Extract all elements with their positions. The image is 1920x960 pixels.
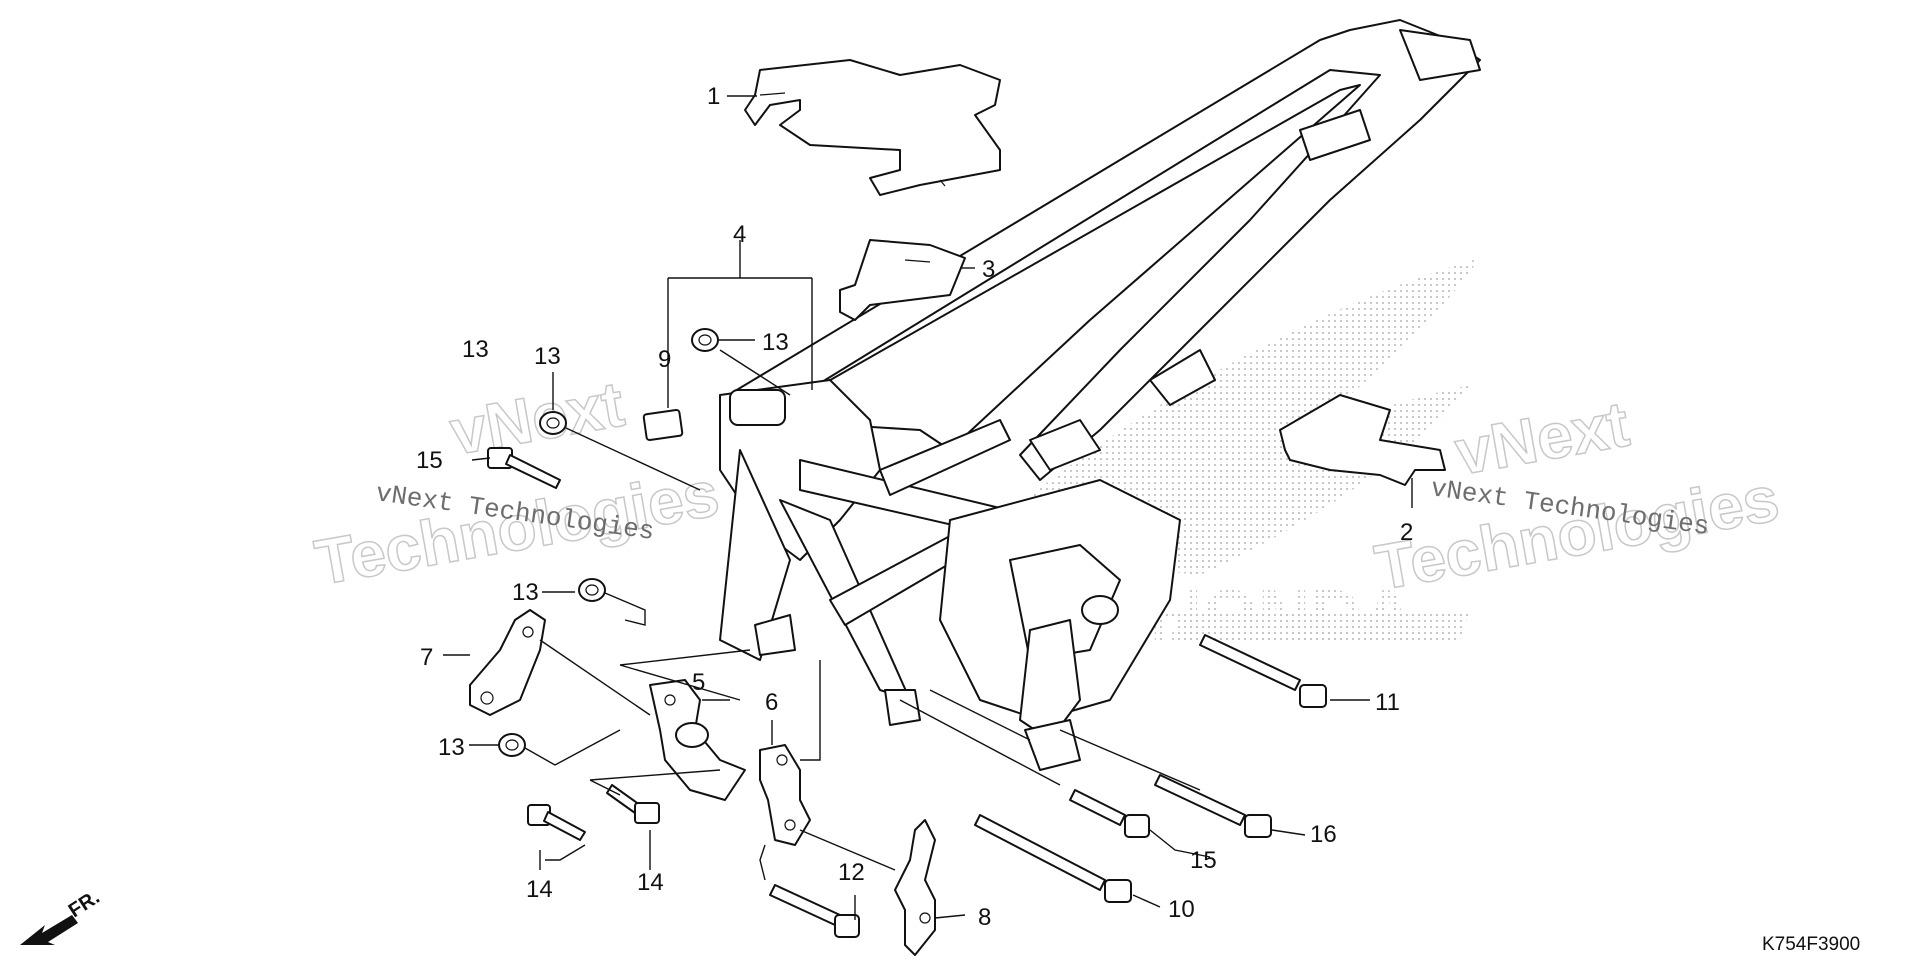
callout-12: 12 xyxy=(838,859,865,886)
front-arrow-icon xyxy=(20,915,78,945)
leader-lines xyxy=(443,95,1413,920)
nut-13-d[interactable] xyxy=(498,733,526,757)
part-8-bracket[interactable] xyxy=(894,819,936,956)
bolt-15-lower[interactable] xyxy=(1069,789,1150,838)
bolt-10[interactable] xyxy=(974,814,1132,903)
front-direction-indicator: FR. xyxy=(20,886,104,945)
svg-text:vNext: vNext xyxy=(1450,388,1634,489)
svg-text:HONDA: HONDA xyxy=(1150,576,1414,656)
bolt-11[interactable] xyxy=(1199,634,1327,708)
callout-5: 5 xyxy=(692,669,705,696)
part-7-bracket[interactable] xyxy=(469,609,546,716)
bolt-15-upper[interactable] xyxy=(487,447,561,489)
bolt-12[interactable] xyxy=(769,884,860,938)
callout-labels: 1 2 3 4 5 6 7 8 9 10 11 12 13 13 13 13 1… xyxy=(416,83,1413,931)
watermark-left: vNext Technologies vNext Technologies xyxy=(309,367,725,600)
callout-13-d: 13 xyxy=(438,734,465,761)
callout-1: 1 xyxy=(707,83,720,110)
callout-14-a: 14 xyxy=(526,876,553,903)
nut-13-c[interactable] xyxy=(578,578,606,602)
part-2-plate[interactable] xyxy=(1279,394,1446,486)
callout-8: 8 xyxy=(978,904,991,931)
callout-13-e: 13 xyxy=(462,336,489,363)
part-9-pad[interactable] xyxy=(642,409,684,441)
callout-15-a: 15 xyxy=(416,447,443,474)
callout-16: 16 xyxy=(1310,821,1337,848)
nut-13-a[interactable] xyxy=(539,411,567,435)
part-5-bracket[interactable] xyxy=(649,679,746,801)
part-3-plate[interactable] xyxy=(839,239,966,321)
bolt-14-a[interactable] xyxy=(527,804,586,841)
callout-11: 11 xyxy=(1375,689,1400,716)
part-6-bracket[interactable] xyxy=(759,744,811,846)
callout-10: 10 xyxy=(1168,896,1195,923)
callout-14-b: 14 xyxy=(637,869,664,896)
callout-4: 4 xyxy=(733,221,746,248)
bolt-16[interactable] xyxy=(1154,774,1272,838)
callout-13-c: 13 xyxy=(512,579,539,606)
callout-15-b: 15 xyxy=(1190,847,1217,874)
nut-13-b[interactable] xyxy=(691,328,719,352)
bolt-14-b[interactable] xyxy=(606,784,660,824)
callout-7: 7 xyxy=(420,644,433,671)
svg-text:vNext: vNext xyxy=(445,368,629,469)
callout-13-b: 13 xyxy=(762,329,789,356)
callout-9: 9 xyxy=(658,346,671,373)
main-frame xyxy=(719,19,1481,771)
callout-6: 6 xyxy=(765,689,778,716)
callout-3: 3 xyxy=(982,256,995,283)
callout-2: 2 xyxy=(1400,519,1413,546)
drawing-code: K754F3900 xyxy=(1762,934,1860,955)
part-1-cover[interactable] xyxy=(744,59,1001,196)
callout-13-a: 13 xyxy=(534,343,561,370)
